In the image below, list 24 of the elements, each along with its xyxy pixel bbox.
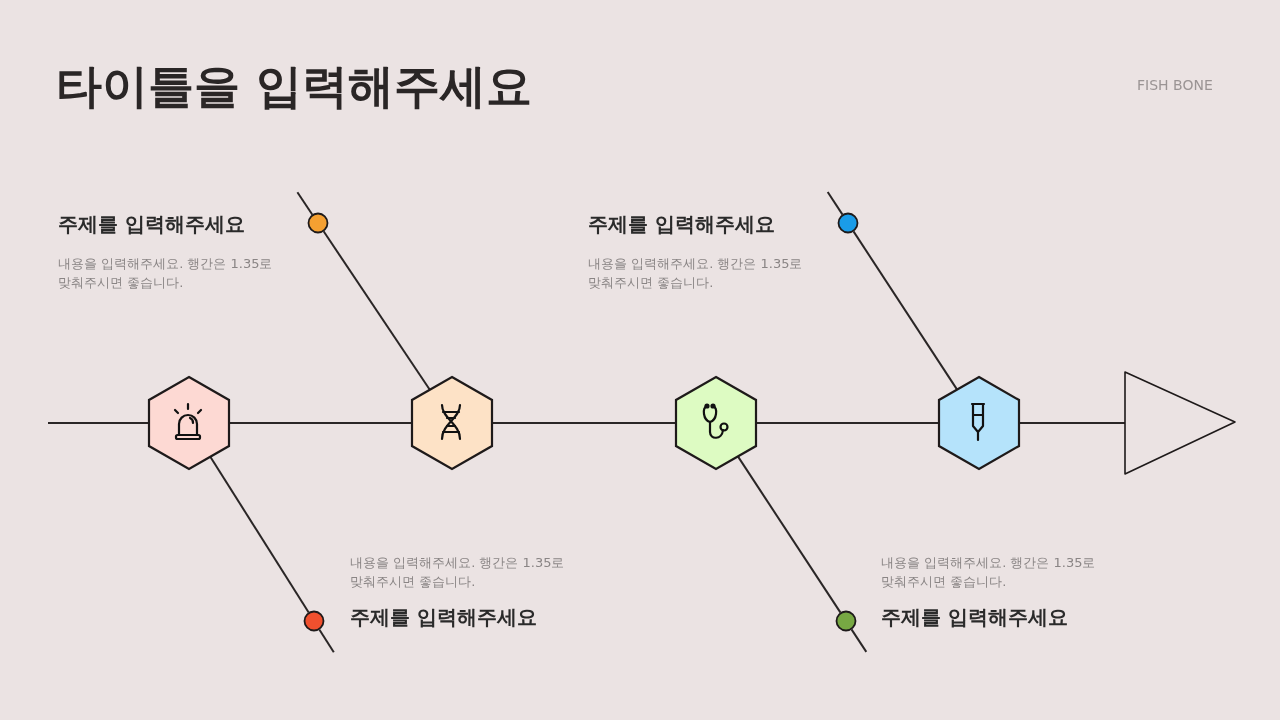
hexagon-badge [148, 376, 230, 470]
tag-text: FISH BONE [1137, 77, 1213, 93]
body-text: 내용을 입력해주세요. 행간은 1.35로 맞춰주시면 좋습니다. [58, 255, 273, 292]
body-text: 내용을 입력해주세요. 행간은 1.35로 맞춰주시면 좋습니다. [350, 554, 565, 592]
connector-line [209, 455, 310, 614]
hexagon-badge [411, 376, 493, 470]
topic-heading: 주제를 입력해주세요 [58, 211, 245, 238]
connector-line [736, 455, 842, 614]
arrow-head-triangle [1124, 371, 1237, 476]
title: 타이틀을 입력해주세요 [56, 58, 532, 115]
dot [307, 212, 329, 234]
topic-heading: 주제를 입력해주세요 [588, 211, 775, 238]
dot [837, 212, 859, 234]
connector-line [322, 230, 431, 391]
connector-line [47, 422, 150, 424]
body-text: 내용을 입력해주세요. 행간은 1.35로 맞춰주시면 좋습니다. [881, 554, 1096, 592]
dot [835, 610, 857, 632]
body-text: 내용을 입력해주세요. 행간은 1.35로 맞춰주시면 좋습니다. [588, 255, 803, 292]
hexagon-badge [675, 376, 757, 470]
topic-heading: 주제를 입력해주세요 [350, 604, 537, 631]
connector-line [852, 230, 959, 391]
hexagon-badge [938, 376, 1020, 470]
dot [303, 610, 325, 632]
topic-heading: 주제를 입력해주세요 [881, 604, 1068, 631]
